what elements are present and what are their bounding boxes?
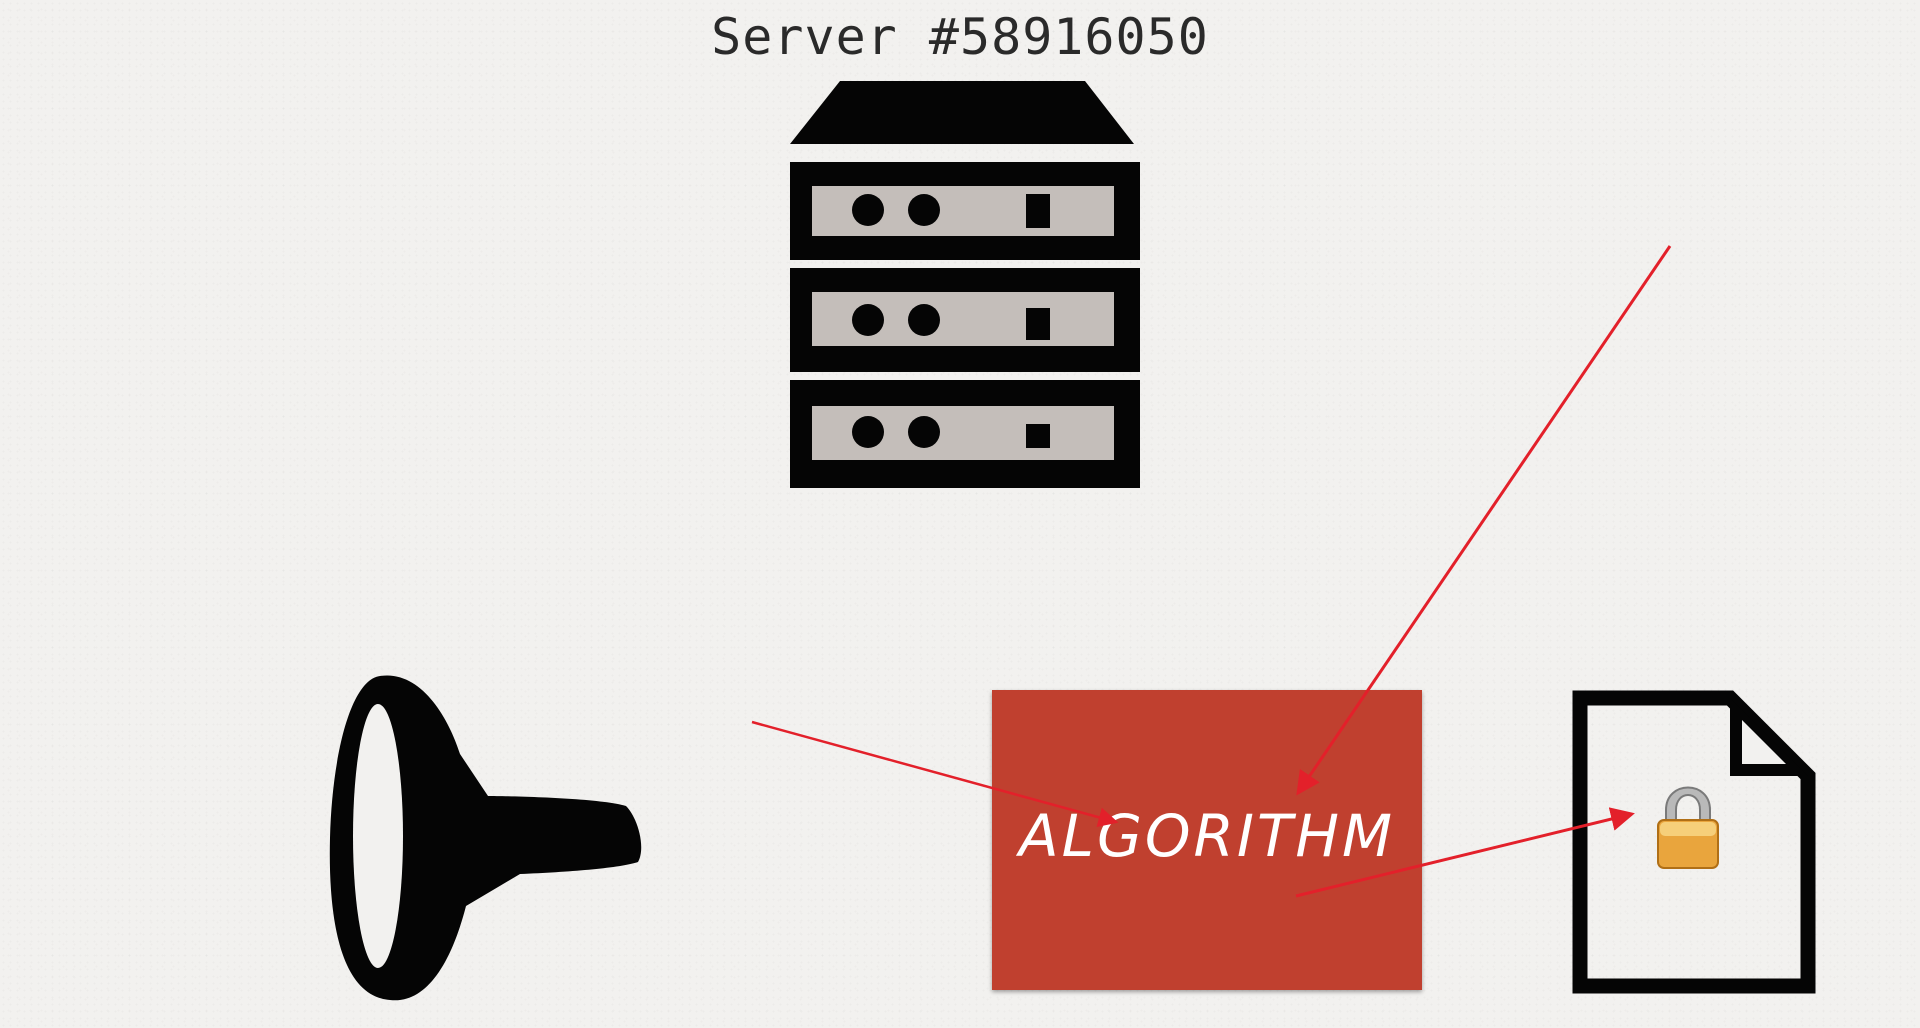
server-roof — [790, 81, 1134, 144]
server-title: Server #58916050 — [711, 8, 1209, 66]
server-unit-2 — [790, 268, 1140, 372]
locked-document-icon — [1572, 690, 1816, 994]
server-rack-icon — [790, 81, 1140, 488]
padlock-icon — [1657, 786, 1719, 869]
algorithm-label: ALGORITHM — [1018, 802, 1396, 870]
algorithm-box: ALGORITHM — [992, 690, 1422, 990]
server-unit-3 — [790, 380, 1140, 488]
server-unit-1 — [790, 162, 1140, 260]
funnel-icon — [329, 675, 642, 1001]
funnel-opening — [353, 704, 403, 968]
